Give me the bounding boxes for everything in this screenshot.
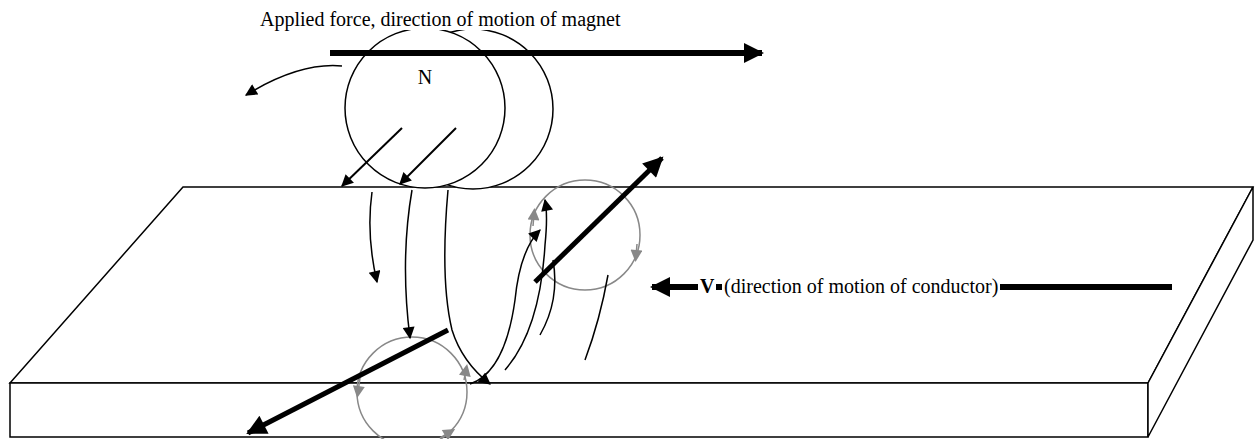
field-lines (370, 190, 608, 384)
pole-label: N (418, 66, 432, 88)
force-arrow (330, 50, 762, 56)
conductor-slab (10, 187, 1253, 437)
current-arrow (535, 158, 662, 282)
current-arrow (248, 330, 448, 433)
force-label: Applied force, direction of motion of ma… (258, 8, 622, 30)
velocity-label: (direction of motion of conductor) (722, 275, 1000, 297)
rotation-arrow (246, 66, 342, 95)
field-arrow (342, 128, 402, 186)
field-arrow (400, 128, 456, 184)
eddy-arrowheads (358, 214, 637, 438)
magnet-face: N (345, 28, 505, 188)
velocity-symbol: V (698, 275, 716, 297)
